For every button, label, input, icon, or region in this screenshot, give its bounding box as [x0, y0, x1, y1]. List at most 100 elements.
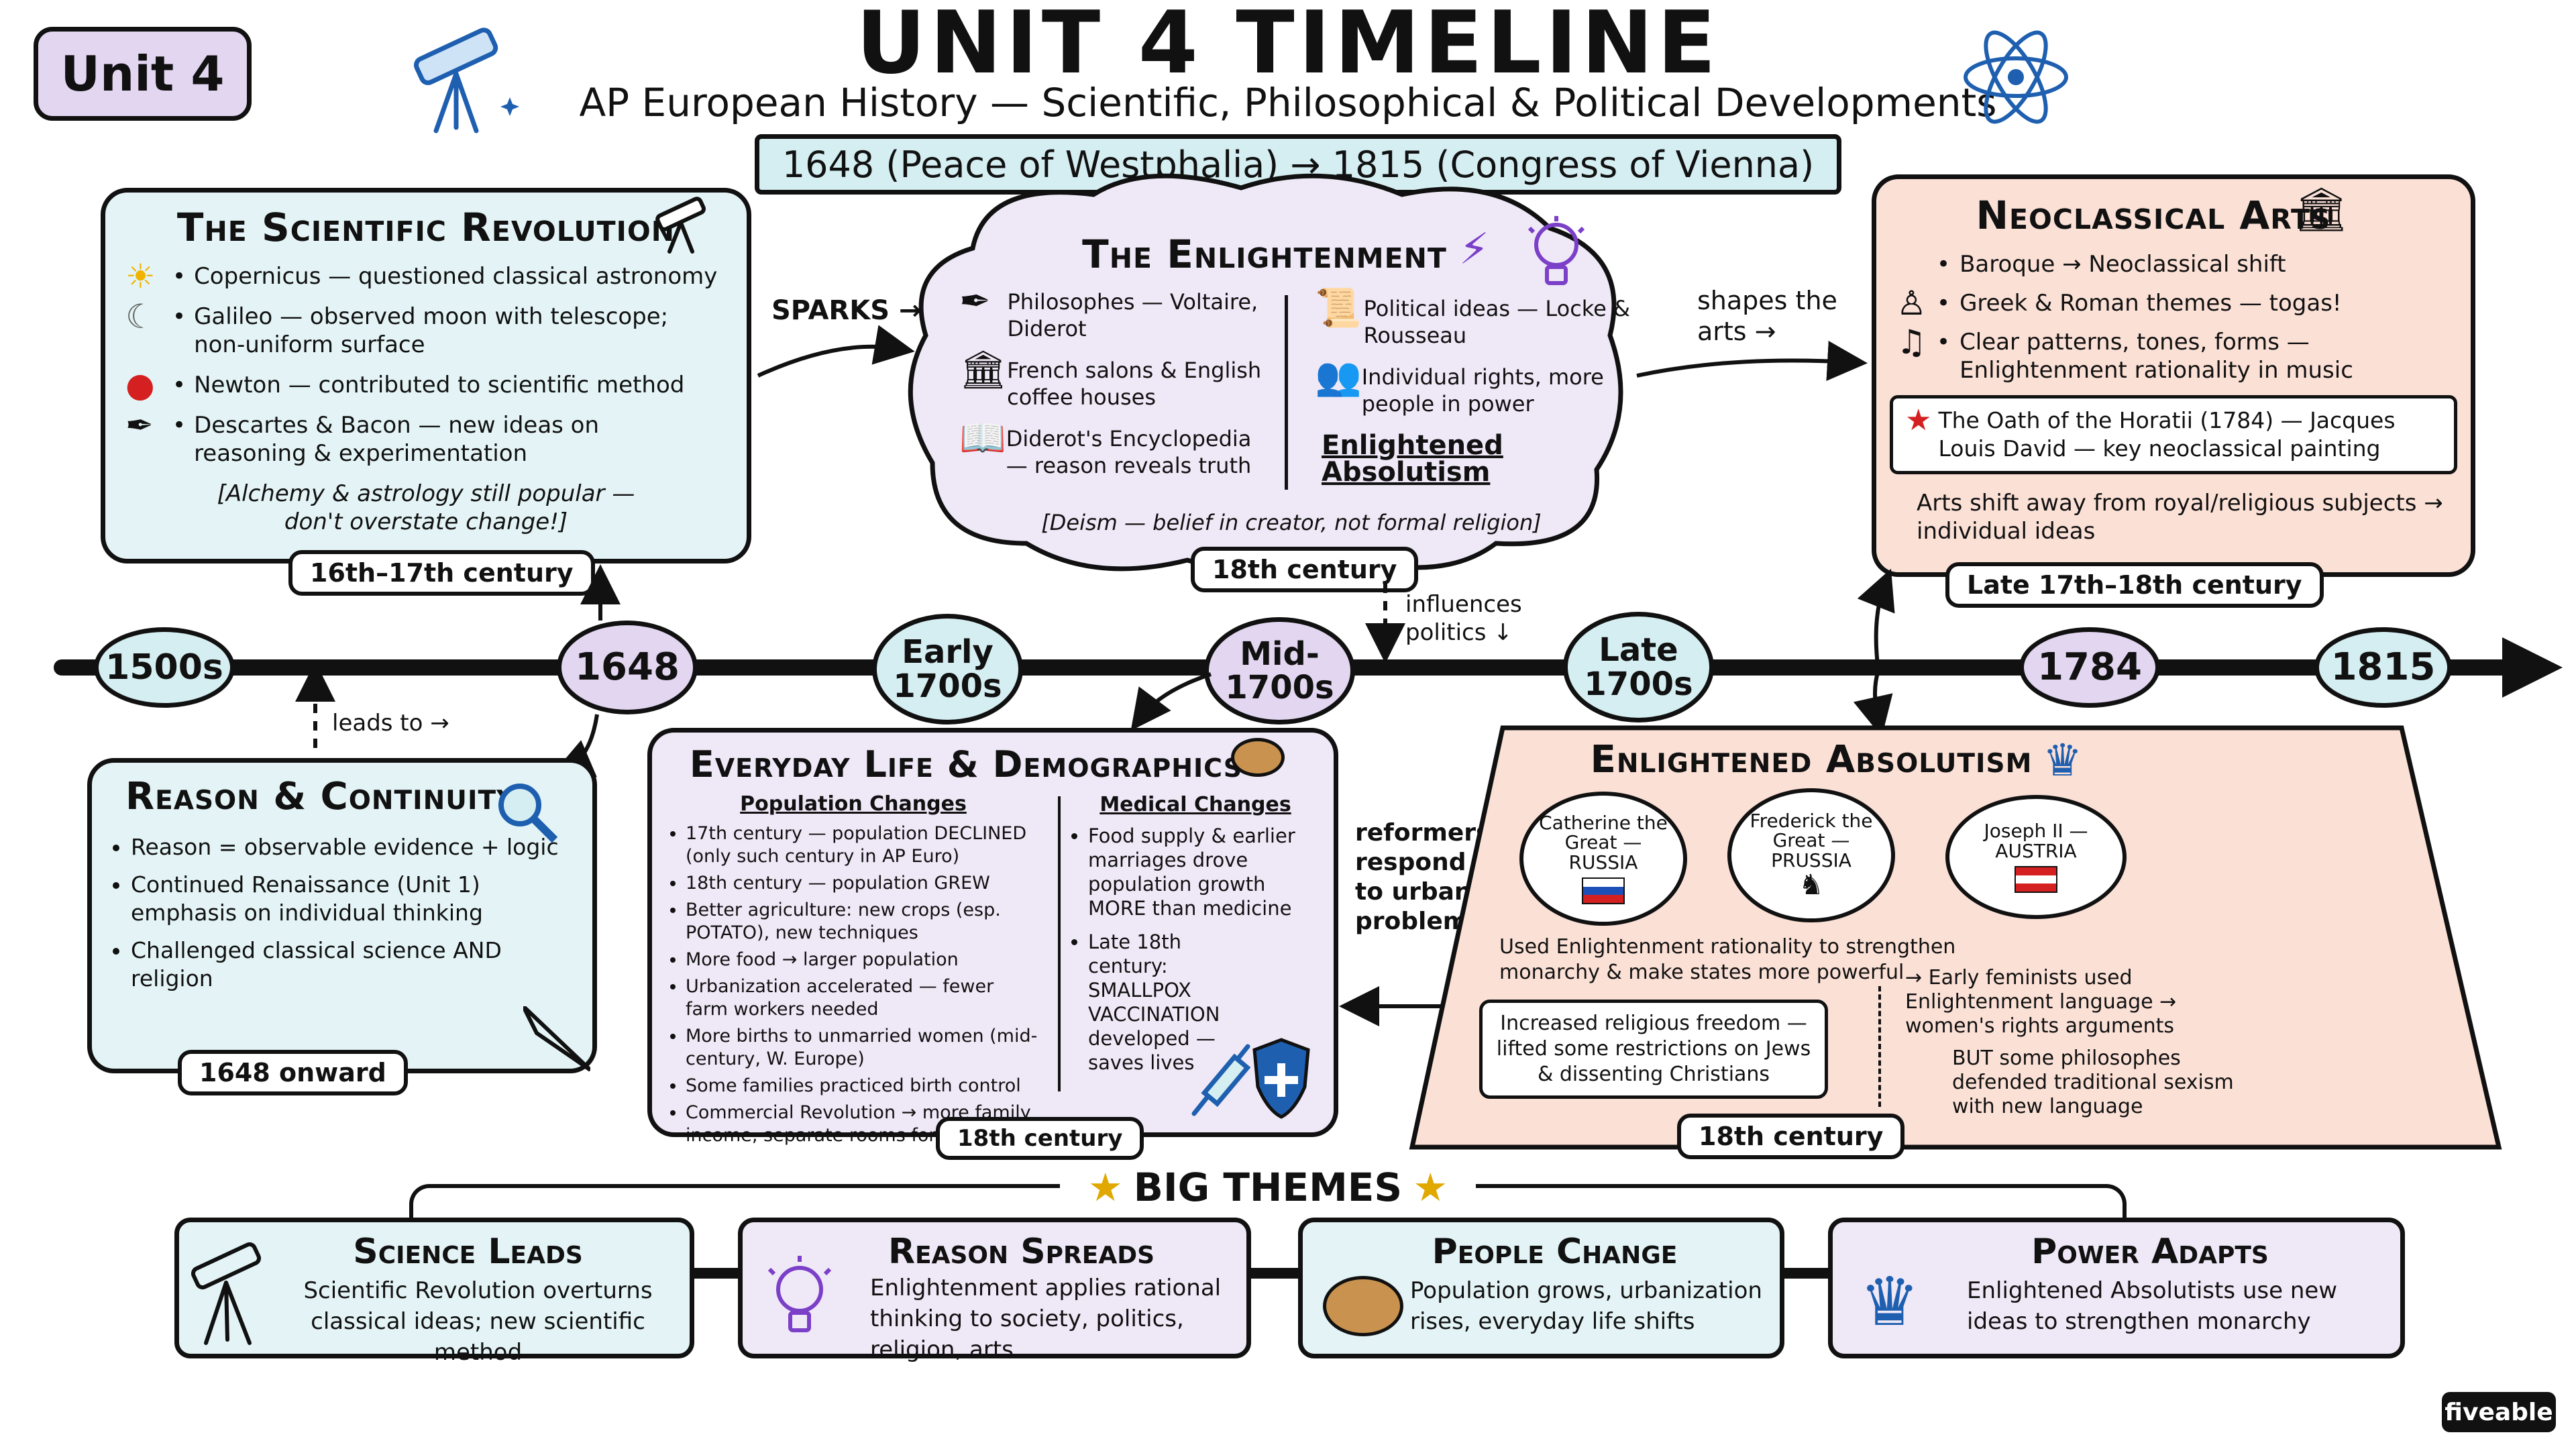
religion-box: Increased religious freedom — lifted som… [1479, 1000, 1828, 1099]
theme-card-science: Science Leads Scientific Revolution over… [174, 1218, 694, 1366]
list-item: Political ideas — Locke & Rousseau [1363, 296, 1630, 348]
ruler-name: Frederick the Great — [1750, 809, 1873, 852]
ea-link-text: Enlightened Absolutism [1322, 430, 1503, 488]
card-title: Enlightened Absolutism [1590, 738, 2033, 782]
bubble-tail [523, 1006, 590, 1072]
ruler-country: RUSSIA [1568, 851, 1638, 873]
timeline-node-1648: 1648 [557, 621, 698, 714]
lightning-icon: ⚡ [1459, 225, 1489, 274]
toga-figure-icon: ♙ [1896, 284, 1927, 323]
potato-icon [1323, 1276, 1403, 1336]
syringe-shield-icon [1191, 1038, 1310, 1119]
list-item: Reason = observable evidence + logic [131, 833, 566, 861]
ruler-catherine: Catherine the Great — RUSSIA [1519, 792, 1687, 926]
card-title: Everyday Life & Demographics [689, 743, 1243, 786]
ruler-frederick: Frederick the Great — PRUSSIA ♞ [1727, 788, 1895, 922]
oath-text: The Oath of the Horatii (1784) — Jacques… [1938, 407, 2396, 462]
list-item: Copernicus — questioned classical astron… [194, 263, 718, 290]
card-title: The Scientific Revolution [176, 205, 676, 250]
star-icon: ★ [1413, 1165, 1448, 1210]
list-item: Clear patterns, tones, forms — Enlighten… [1960, 329, 2353, 384]
crown-icon: ♛ [2043, 735, 2083, 786]
scientific-revolution-card: The Scientific Revolution ☀ •Copernicus … [101, 188, 751, 564]
enlightenment-title: The Enlightenment [1082, 231, 1447, 277]
page-subtitle: AP European History — Scientific, Philos… [579, 80, 1997, 125]
people-icon: 👥 [1315, 355, 1362, 398]
list-item: Baroque → Neoclassical shift [1960, 251, 2286, 278]
theme-title: Science Leads [353, 1232, 583, 1272]
list-item: Commercial Revolution → more family inco… [686, 1102, 1041, 1147]
sun-icon: ☀ [125, 257, 156, 296]
lightbulb-icon [1527, 216, 1585, 285]
theme-title: Reason Spreads [888, 1232, 1155, 1272]
oath-box: ★ The Oath of the Horatii (1784) — Jacqu… [1890, 395, 2457, 474]
building-icon: 🏛 [959, 348, 1008, 392]
list-item: Late 18th century: SMALLPOX VACCINATION … [1088, 930, 1236, 1075]
sparks-arrow-label: SPARKS → [771, 295, 922, 326]
enlightenment-cloud [908, 173, 1623, 574]
ruler-name: Joseph II — [1984, 820, 2088, 843]
date-label: 1648 onward [178, 1050, 408, 1095]
theme-description: Enlightenment applies rational thinking … [870, 1275, 1222, 1363]
card-title: Reason & Continuity [125, 775, 517, 818]
leads-arrow-label: leads to → [332, 710, 449, 737]
russia-flag-icon [1582, 877, 1625, 905]
arts-shift-text: Arts shift away from royal/religious sub… [1917, 490, 2443, 545]
date-label: 18th century [936, 1117, 1144, 1160]
quill-icon: ✒ [959, 280, 991, 323]
influences-arrow-label: influences politics ↓ [1405, 591, 1522, 646]
theme-description: Scientific Revolution overturns classica… [303, 1277, 653, 1366]
theme-card-power: Power Adapts Enlightened Absolutists use… [1828, 1218, 2405, 1358]
potato-icon [1231, 738, 1285, 777]
timeline-node-1784: 1784 [2019, 627, 2160, 708]
theme-title: Power Adapts [2031, 1232, 2269, 1272]
telescope-small-icon [655, 197, 706, 254]
theme-card-reason: Reason Spreads Enlightenment applies rat… [738, 1218, 1251, 1363]
music-note-icon: ♫ [1896, 323, 1927, 362]
header-text: BIG THEMES [1133, 1165, 1403, 1210]
absolutism-used-text: Used Enlightenment rationality to streng… [1499, 935, 1956, 984]
list-item: More births to unmarried women (mid-cent… [686, 1025, 1041, 1071]
deism-note: [Deism — belief in creator, not formal r… [1041, 510, 1542, 535]
austria-flag-icon [2015, 865, 2057, 893]
magnifying-glass-icon [498, 784, 558, 843]
list-item: 18th century — population GREW [686, 872, 1041, 895]
ruler-country: AUSTRIA [1995, 839, 2077, 862]
column-icon: 🏛 [2294, 185, 2349, 235]
sexism-text: BUT some philosophes defended traditiona… [1952, 1046, 2234, 1118]
card-note: [Alchemy & astrology still popular — don… [217, 480, 635, 535]
scroll-icon: 📜 [1315, 286, 1362, 330]
list-item: Philosophes — Voltaire, Diderot [1007, 289, 1258, 341]
list-item: Some families practiced birth control [686, 1075, 1041, 1097]
neoclassical-arts-card: Neoclassical Arts •Baroque → Neoclassica… [1872, 174, 2475, 577]
list-item: Urbanization accelerated — fewer farm wo… [686, 975, 1041, 1021]
theme-card-people: People Change Population grows, urbaniza… [1298, 1218, 1784, 1358]
list-item: Food supply & earlier marriages drove po… [1088, 824, 1323, 920]
crown-icon: ♛ [1860, 1263, 1920, 1341]
list-item: Challenged classical science AND religio… [131, 936, 566, 993]
atom-icon [1964, 30, 2068, 124]
date-label: 18th century [1677, 1114, 1905, 1159]
list-item: Better agriculture: new crops (esp. POTA… [686, 899, 1041, 945]
timeline-node-early-1700s: Early 1700s [872, 614, 1023, 724]
list-item: Individual rights, more people in power [1361, 364, 1604, 417]
ruler-joseph: Joseph II — AUSTRIA [1945, 795, 2127, 919]
telescope-icon [413, 28, 519, 133]
population-heading: Population Changes [740, 792, 967, 816]
list-item: Galileo — observed moon with telescope; … [194, 303, 669, 358]
theme-description: Enlightened Absolutists use new ideas to… [1967, 1277, 2338, 1335]
telescope-icon [191, 1242, 262, 1345]
theme-title: People Change [1432, 1232, 1678, 1272]
book-icon: 📖 [959, 417, 1006, 460]
ruler-country: PRUSSIA [1771, 849, 1851, 871]
list-item: 17th century — population DECLINED (only… [686, 822, 1041, 868]
moon-icon: ☾ [125, 297, 156, 336]
list-item: French salons & English coffee houses [1007, 358, 1262, 410]
medical-heading: Medical Changes [1099, 793, 1291, 816]
timeline-node-mid-1700s: Mid-1700s [1204, 617, 1355, 724]
quill-icon: ✒ [125, 406, 154, 445]
list-item: Diderot's Encyclopedia — reason reveals … [1006, 426, 1252, 478]
prussia-eagle-icon: ♞ [1799, 868, 1824, 902]
timeline-node-1500s: 1500s [94, 627, 235, 708]
date-label: 18th century [1191, 547, 1419, 592]
